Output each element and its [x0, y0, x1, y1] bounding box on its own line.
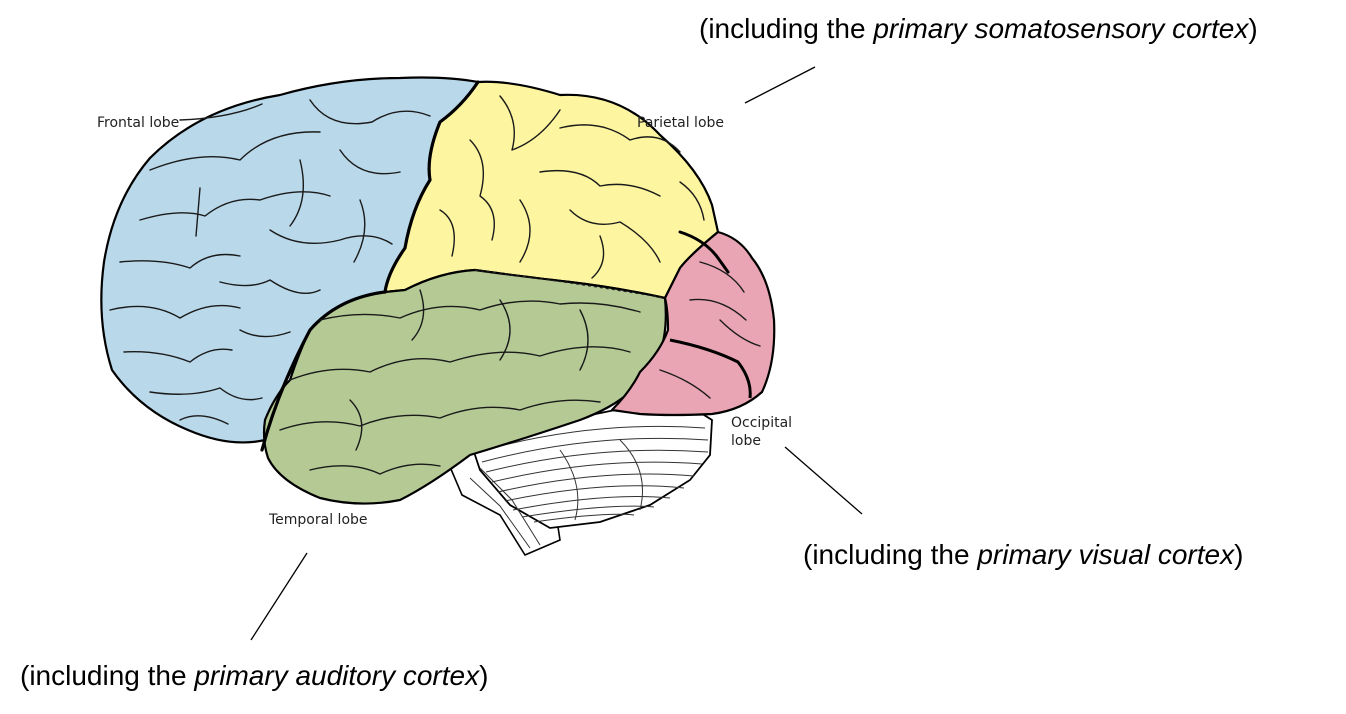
frontal-lobe-label: Frontal lobe [97, 115, 179, 131]
lateral-sulcus [260, 290, 387, 452]
temporal-gyri [279, 289, 641, 475]
occipital-lobe [610, 230, 776, 417]
temporal-lobe-label: Temporal lobe [268, 512, 368, 528]
visual-annotation-suffix: ) [1234, 539, 1243, 570]
parietal-gyri [439, 95, 705, 279]
frontal-gyri [109, 99, 431, 425]
visual-annotation: (including the primary visual cortex) [803, 539, 1243, 570]
parietal-temporal-dotted-boundary [474, 269, 666, 299]
visual-annotation-prefix: (including the [803, 539, 977, 570]
calcarine-sulcus [669, 338, 752, 399]
auditory-annotation: (including the primary auditory cortex) [20, 660, 488, 691]
visual-leader-line [784, 446, 863, 515]
auditory-annotation-suffix: ) [479, 660, 488, 691]
auditory-annotation-prefix: (including the [20, 660, 194, 691]
parieto-occipital-sulcus [678, 230, 730, 274]
occipital-lobe-label-line2: lobe [731, 433, 761, 449]
somatosensory-annotation-italic: primary somatosensory cortex [872, 13, 1249, 44]
parietal-lobe-label: Parietal lobe [637, 115, 724, 131]
auditory-annotation-italic: primary auditory cortex [193, 660, 480, 691]
occipital-lobe-label-line1: Occipital [731, 415, 792, 431]
somatosensory-annotation: (including the primary somatosensory cor… [699, 13, 1258, 44]
somatosensory-annotation-prefix: (including the [699, 13, 873, 44]
auditory-leader-line [250, 552, 308, 641]
visual-annotation-italic: primary visual cortex [976, 539, 1235, 570]
somatosensory-leader-line [744, 66, 816, 104]
somatosensory-annotation-suffix: ) [1248, 13, 1257, 44]
occipital-gyri [659, 261, 761, 399]
central-sulcus [383, 80, 480, 294]
